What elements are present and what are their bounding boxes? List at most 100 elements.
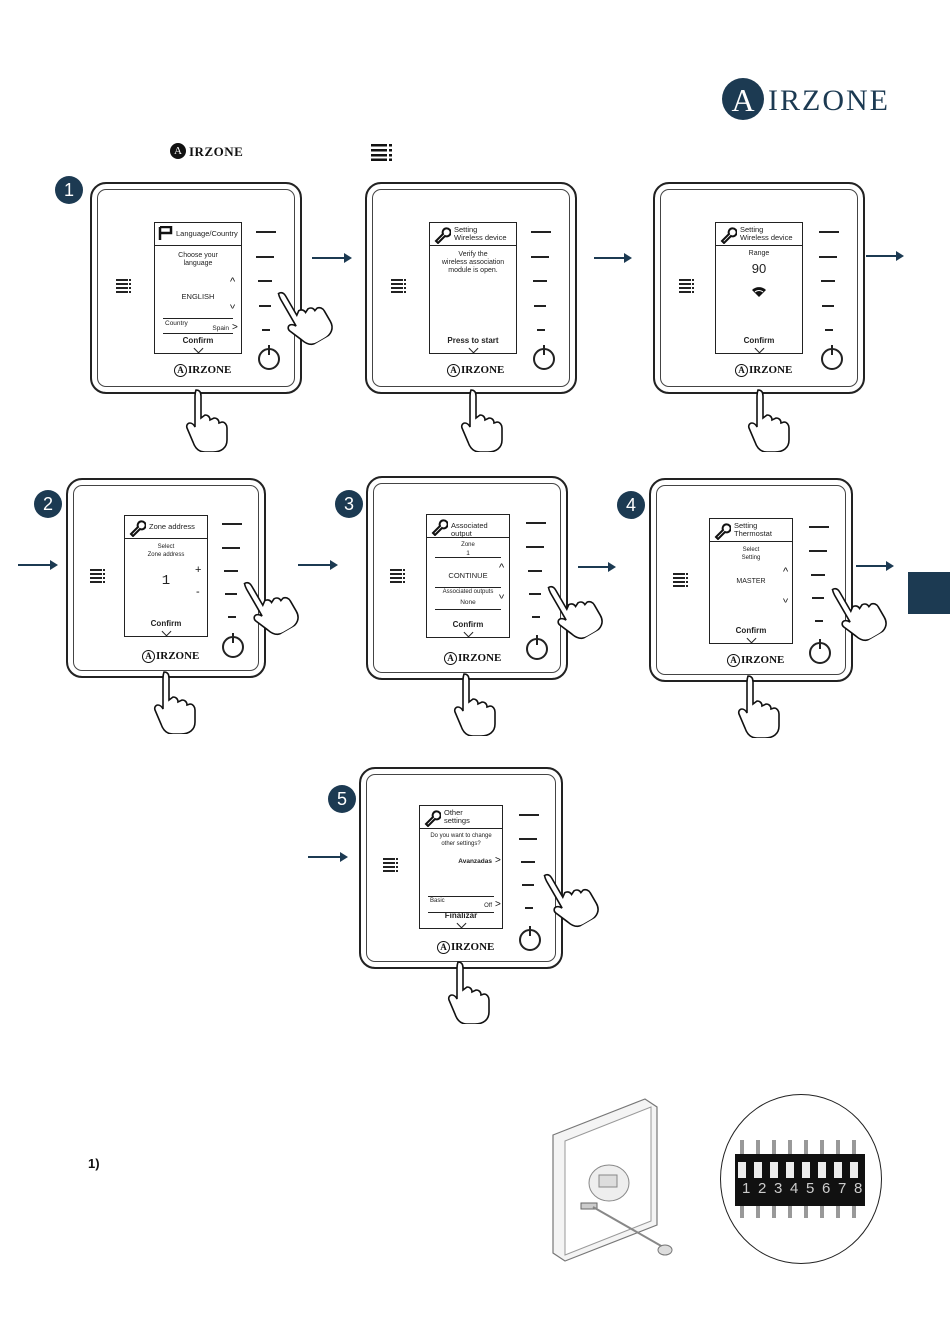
power-icon[interactable] [821, 345, 843, 370]
step-number: 1 [55, 176, 83, 204]
touch-button[interactable] [222, 547, 240, 549]
chevron-up-icon: ^ [499, 562, 505, 574]
hand-pointer-icon [277, 291, 333, 346]
chevron-down-icon [746, 633, 757, 644]
chevron-down-icon [463, 627, 474, 638]
step-number: 3 [335, 490, 363, 518]
associated-outputs-value[interactable]: None [460, 599, 476, 606]
touch-button[interactable] [815, 620, 823, 622]
arrow-right-icon [578, 562, 616, 572]
touch-button[interactable] [256, 256, 274, 258]
touch-button[interactable] [519, 814, 539, 816]
menu-icon [383, 858, 398, 872]
range-value: 90 [751, 261, 767, 276]
touch-button[interactable] [525, 907, 533, 909]
chevron-down-icon [468, 343, 479, 354]
finish-label[interactable]: Finalizar [444, 911, 478, 920]
touch-button[interactable] [224, 570, 238, 572]
power-icon[interactable] [526, 635, 548, 660]
confirm-label[interactable]: Confirm [182, 336, 214, 345]
touch-button[interactable] [811, 574, 825, 576]
step-number: 4 [617, 491, 645, 519]
confirm-label[interactable]: Confirm [735, 626, 767, 635]
power-icon[interactable] [809, 639, 831, 664]
arrow-right-icon [308, 852, 348, 862]
arrow-right-icon [312, 253, 352, 263]
touch-button[interactable] [537, 329, 545, 331]
touch-button[interactable] [819, 256, 837, 258]
minus-icon[interactable]: - [196, 586, 200, 598]
touch-button[interactable] [532, 616, 540, 618]
power-icon[interactable] [258, 345, 280, 370]
confirm-label[interactable]: Confirm [743, 336, 775, 345]
touch-button[interactable] [256, 231, 276, 233]
touch-button[interactable] [225, 593, 237, 595]
footnote-marker: 1) [88, 1156, 100, 1171]
touch-button[interactable] [262, 329, 270, 331]
touch-button[interactable] [822, 305, 834, 307]
hand-pointer-icon [153, 671, 196, 734]
confirm-label[interactable]: Confirm [452, 620, 484, 629]
touch-button[interactable] [258, 280, 272, 282]
menu-icon [116, 279, 131, 293]
thermostat-device: Associated output Zone 1 CONTINUE Associ… [366, 476, 568, 680]
step-number: 2 [34, 490, 62, 518]
airzone-logo: A IRZONE [722, 78, 902, 120]
touch-button[interactable] [522, 884, 534, 886]
chevron-up-icon: ^ [783, 566, 789, 578]
menu-icon [390, 569, 405, 583]
master-option[interactable]: MASTER [736, 578, 766, 585]
touch-button[interactable] [222, 523, 242, 525]
chevron-down-icon [161, 626, 172, 637]
arrow-right-icon [866, 251, 904, 261]
touch-button[interactable] [259, 305, 271, 307]
wrench-icon [431, 519, 448, 536]
power-icon[interactable] [222, 633, 244, 658]
device-screen: Zone address Select Zone address 1 Confi… [124, 515, 208, 637]
touch-button[interactable] [521, 861, 535, 863]
chevron-down-icon: ^ [783, 592, 789, 604]
continue-option[interactable]: CONTINUE [448, 571, 488, 580]
touch-button[interactable] [526, 546, 544, 548]
advanced-option[interactable]: Avanzadas [458, 858, 492, 865]
touch-button[interactable] [519, 838, 537, 840]
touch-button[interactable] [533, 280, 547, 282]
touch-button[interactable] [531, 256, 549, 258]
touch-button[interactable] [526, 522, 546, 524]
touch-button[interactable] [812, 597, 824, 599]
hand-pointer-icon [460, 389, 503, 452]
confirm-label[interactable]: Confirm [150, 619, 182, 628]
country-value[interactable]: Spain [212, 325, 229, 332]
chevron-up-icon: ^ [230, 276, 236, 288]
hand-pointer-icon [453, 673, 496, 736]
touch-button[interactable] [819, 231, 839, 233]
plus-icon[interactable]: + [195, 564, 202, 576]
power-icon[interactable] [519, 926, 541, 951]
power-icon[interactable] [533, 345, 555, 370]
touch-button[interactable] [825, 329, 833, 331]
chevron-right-icon: > [232, 322, 238, 333]
touch-button[interactable] [809, 550, 827, 552]
touch-button[interactable] [531, 231, 551, 233]
touch-button[interactable] [534, 305, 546, 307]
touch-button[interactable] [821, 280, 835, 282]
device-screen: Associated output Zone 1 CONTINUE Associ… [426, 514, 510, 638]
press-to-start-label[interactable]: Press to start [447, 336, 499, 345]
basic-value[interactable]: Off [484, 903, 492, 909]
touch-button[interactable] [228, 616, 236, 618]
hand-pointer-icon [243, 581, 299, 636]
wrench-icon [129, 520, 146, 537]
arrow-right-icon [594, 253, 632, 263]
arrow-right-icon [298, 560, 338, 570]
touch-button[interactable] [528, 570, 542, 572]
language-value[interactable]: ENGLISH [181, 292, 215, 301]
touch-button[interactable] [809, 526, 829, 528]
touch-button[interactable] [529, 593, 541, 595]
menu-icon [371, 144, 392, 161]
hand-pointer-icon [185, 389, 228, 452]
